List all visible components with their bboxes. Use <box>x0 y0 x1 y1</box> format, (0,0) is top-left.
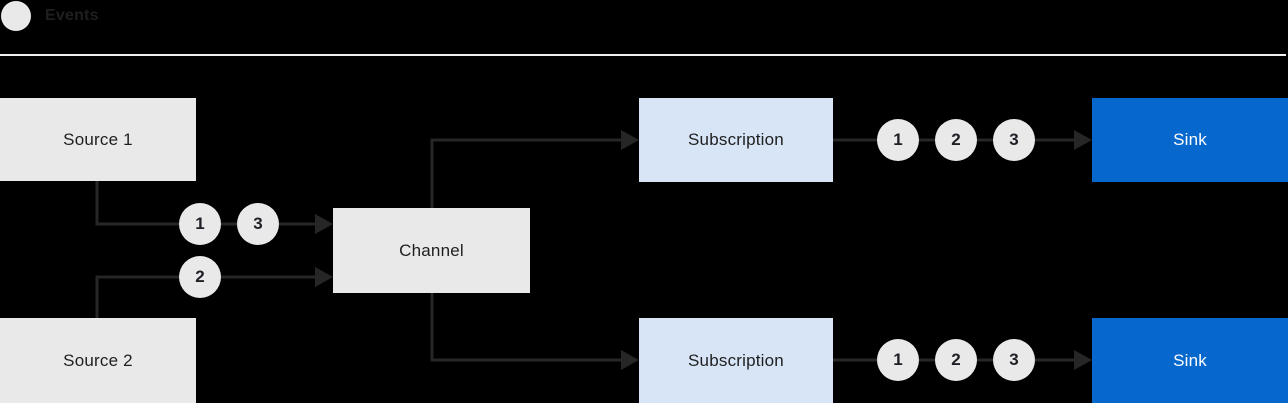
event-badge: 3 <box>237 203 279 245</box>
arrowhead-icon <box>621 350 639 370</box>
event-badge: 3 <box>993 339 1035 381</box>
node-channel: Channel <box>333 208 530 293</box>
node-source-1: Source 1 <box>0 98 196 181</box>
event-badge: 2 <box>935 339 977 381</box>
arrowhead-icon <box>1074 350 1092 370</box>
event-badge: 1 <box>877 339 919 381</box>
legend-label: Events <box>45 7 99 24</box>
event-badge: 1 <box>877 119 919 161</box>
arrowhead-icon <box>315 214 333 234</box>
node-sink-1: Sink <box>1092 98 1288 182</box>
node-source-2: Source 2 <box>0 318 196 403</box>
node-source-1-label: Source 1 <box>63 129 133 149</box>
arrowhead-icon <box>621 130 639 150</box>
node-sink-1-label: Sink <box>1173 130 1207 149</box>
node-channel-label: Channel <box>399 240 464 260</box>
event-badge: 3 <box>993 119 1035 161</box>
event-badge: 1 <box>179 203 221 245</box>
node-sink-2: Sink <box>1092 318 1288 403</box>
node-subscription-1: Subscription <box>639 98 833 182</box>
event-badge: 2 <box>179 256 221 298</box>
node-subscription-2-label: Subscription <box>688 350 784 370</box>
arrowhead-icon <box>1074 130 1092 150</box>
legend-divider <box>0 54 1286 56</box>
node-subscription-1-label: Subscription <box>688 130 784 149</box>
node-sink-2-label: Sink <box>1173 350 1207 370</box>
edge-channel-subscription1 <box>430 138 622 208</box>
event-badge: 2 <box>935 119 977 161</box>
arrowhead-icon <box>315 267 333 287</box>
edge-source2-channel <box>95 275 316 318</box>
event-circle-icon <box>1 1 31 31</box>
node-subscription-2: Subscription <box>639 318 833 403</box>
node-source-2-label: Source 2 <box>63 350 133 370</box>
edge-channel-subscription2 <box>430 293 622 362</box>
